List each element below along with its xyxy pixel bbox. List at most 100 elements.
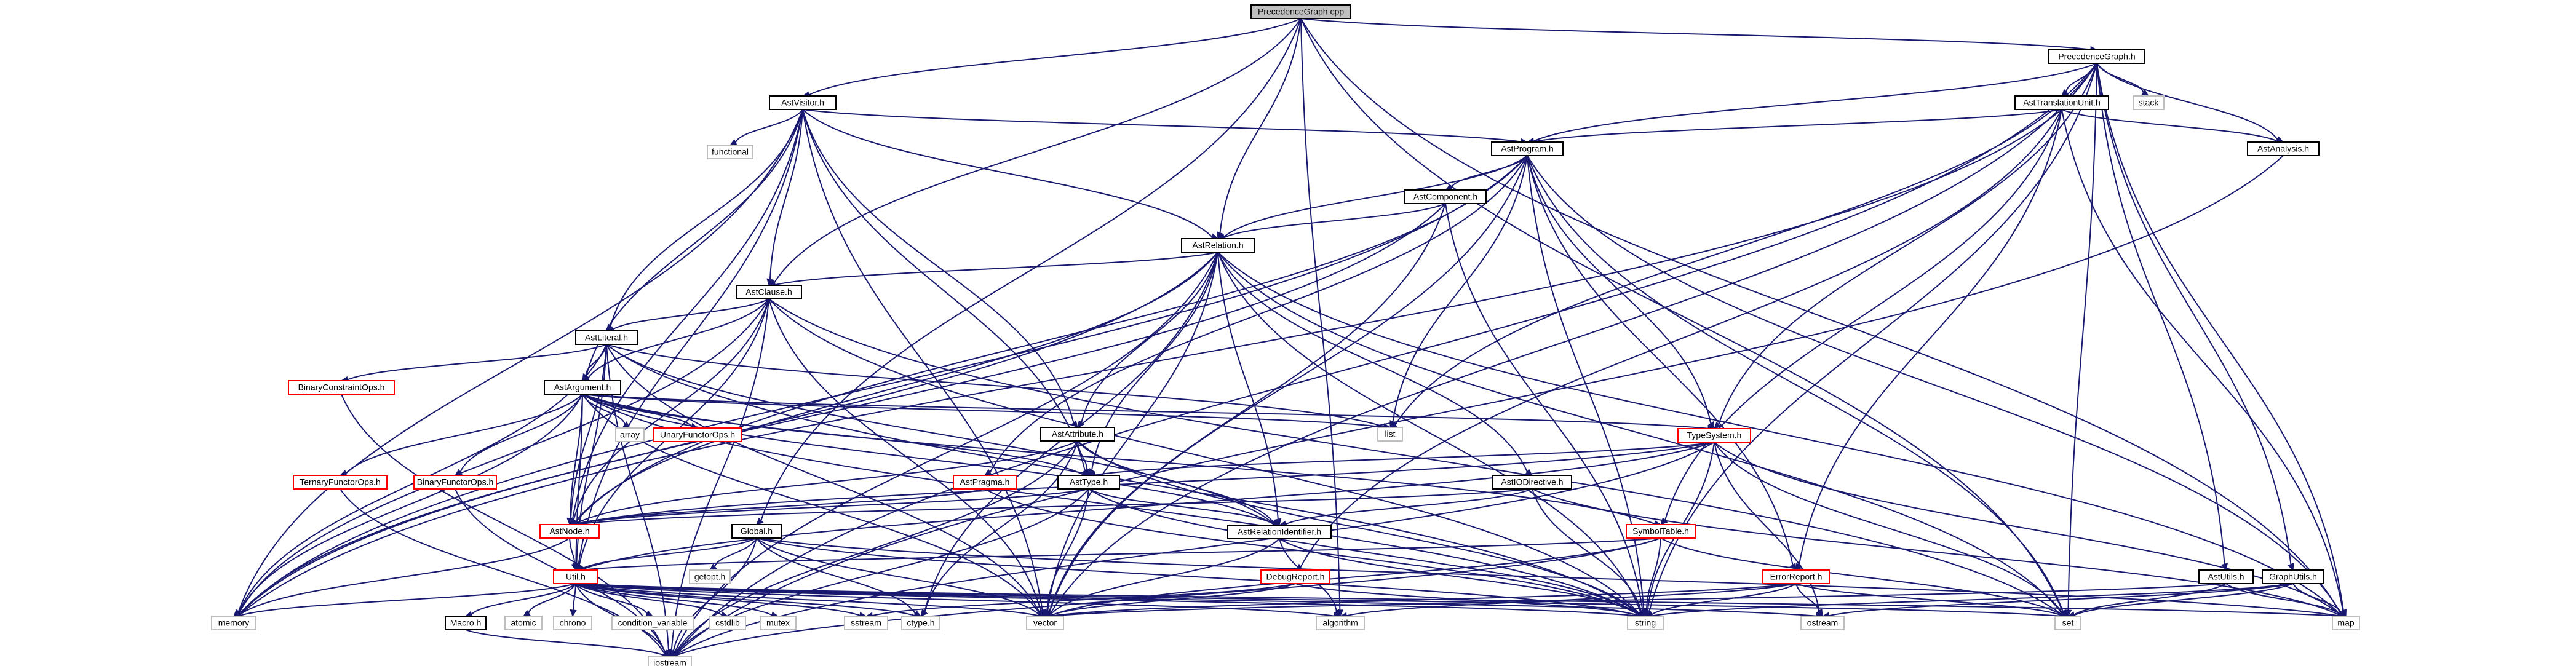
edge-util-to-cstdlib (575, 583, 722, 616)
edge-errorreport-to-vector (1051, 583, 1797, 617)
node-astattribute[interactable]: AstAttribute.h (1040, 427, 1115, 442)
node-box-astclause (736, 285, 802, 299)
edge-global-to-util (581, 537, 757, 570)
edge-errorreport-to-ostream (1795, 583, 1819, 612)
node-label-unaryfunc: UnaryFunctorOps.h (660, 430, 735, 440)
node-box-astrelation (1181, 238, 1255, 253)
edge-global-to-ctype (756, 537, 916, 614)
node-astnode[interactable]: AstNode.h (539, 524, 600, 539)
node-label-memory: memory (218, 618, 250, 628)
node-binfunc[interactable]: BinaryFunctorOps.h (413, 475, 497, 490)
node-box-set (2054, 616, 2081, 630)
arrowhead-astattribute-to-ctype (920, 609, 928, 617)
node-label-set: set (2062, 618, 2074, 628)
edge-pg_h-to-graphutils (2096, 63, 2292, 565)
node-ternfunc[interactable]: TernaryFunctorOps.h (293, 475, 388, 490)
node-box-debugreport (1260, 569, 1330, 584)
edge-macro-to-iostream (465, 629, 664, 656)
edge-asttype-to-astrelid (1088, 488, 1274, 525)
node-pg_h[interactable]: PrecedenceGraph.h (2048, 49, 2145, 64)
edge-astvisitor-to-asttype (802, 109, 1086, 471)
edge-util-to-sstream (575, 583, 861, 616)
edge-symboltable-to-string (1645, 537, 1661, 611)
node-iostream: iostream (648, 656, 692, 666)
node-astutils[interactable]: AstUtils.h (2198, 569, 2254, 584)
edge-util-to-ctype (575, 583, 915, 617)
node-label-astutils: AstUtils.h (2208, 572, 2244, 582)
edge-astprogram-to-vector (1049, 155, 1528, 612)
node-astcomponent[interactable]: AstComponent.h (1404, 189, 1487, 204)
node-astiodirective[interactable]: AstIODirective.h (1492, 475, 1572, 490)
edge-graphutils-to-ostream (1828, 583, 2294, 617)
edge-astattribute-to-astnode (575, 440, 1078, 525)
edge-astattribute-to-astrelid (1077, 440, 1274, 523)
node-asttu[interactable]: AstTranslationUnit.h (2014, 95, 2109, 110)
node-unaryfunc[interactable]: UnaryFunctorOps.h (653, 427, 742, 442)
node-macro[interactable]: Macro.h (445, 616, 487, 630)
edge-astprogram-to-set (1527, 155, 2064, 612)
node-errorreport[interactable]: ErrorReport.h (1762, 569, 1830, 584)
node-box-astanalysis (2247, 141, 2320, 156)
node-box-asttype (1057, 475, 1120, 490)
edge-util-to-algorithm (575, 583, 1335, 617)
edge-astargument-to-astnode (569, 394, 583, 519)
node-astvisitor[interactable]: AstVisitor.h (769, 95, 837, 110)
node-label-astcomponent: AstComponent.h (1413, 192, 1477, 202)
node-box-getopt (689, 569, 731, 584)
arrowhead-astnode-to-util (571, 563, 578, 571)
node-asttype[interactable]: AstType.h (1057, 475, 1120, 490)
edge-root-to-astvisitor (808, 18, 1302, 96)
node-box-memory (211, 616, 256, 630)
node-astliteral[interactable]: AstLiteral.h (575, 330, 638, 345)
node-vector: vector (1026, 616, 1064, 630)
node-label-astpragma: AstPragma.h (960, 477, 1010, 487)
node-symboltable[interactable]: SymbolTable.h (1626, 524, 1696, 539)
node-debugreport[interactable]: DebugReport.h (1260, 569, 1330, 584)
node-set: set (2054, 616, 2081, 630)
node-astrelation[interactable]: AstRelation.h (1181, 238, 1255, 253)
node-astanalysis[interactable]: AstAnalysis.h (2247, 141, 2320, 156)
node-atomic: atomic (504, 616, 543, 630)
edge-pg_h-to-astutils (2096, 63, 2225, 565)
node-astpragma[interactable]: AstPragma.h (953, 475, 1017, 490)
node-astargument[interactable]: AstArgument.h (544, 380, 621, 395)
edge-util-to-ostream (575, 583, 1817, 617)
node-util[interactable]: Util.h (553, 569, 598, 584)
edge-astargument-to-symboltable (582, 394, 1655, 525)
edge-asttype-to-vector (1046, 488, 1089, 611)
arrowhead-pg_h-to-typesystem (1714, 421, 1722, 429)
edge-astiodirective-to-map (1532, 488, 2340, 616)
node-astprogram[interactable]: AstProgram.h (1491, 141, 1564, 156)
edge-util-to-set (575, 583, 2062, 617)
node-typesystem[interactable]: TypeSystem.h (1677, 428, 1751, 443)
edge-astargument-to-binfunc (459, 394, 583, 473)
node-label-mutex: mutex (766, 618, 790, 628)
node-map: map (2332, 616, 2360, 630)
edge-asttype-to-astnode (575, 488, 1089, 525)
node-graphutils[interactable]: GraphUtils.h (2262, 569, 2324, 584)
edge-pg_h-to-set (2067, 63, 2097, 611)
node-box-stack (2133, 95, 2165, 110)
edge-pg_h-to-vector (1050, 63, 2097, 614)
edge-errorreport-to-string (1651, 583, 1797, 616)
node-label-ostream: ostream (1807, 618, 1839, 628)
node-box-astrelid (1227, 525, 1332, 539)
edge-util-to-map (575, 583, 2340, 617)
node-global[interactable]: Global.h (731, 524, 782, 539)
arrowhead-root-to-global (756, 517, 764, 525)
node-label-astanalysis: AstAnalysis.h (2257, 144, 2309, 154)
node-box-macro (445, 616, 487, 630)
node-binconstr[interactable]: BinaryConstraintOps.h (288, 380, 395, 395)
edge-graphutils-to-map (2292, 583, 2342, 614)
node-box-array (615, 427, 645, 442)
node-box-iostream (648, 656, 692, 666)
node-astclause[interactable]: AstClause.h (736, 285, 802, 299)
node-astrelid[interactable]: AstRelationIdentifier.h (1227, 525, 1332, 539)
node-root[interactable]: PrecedenceGraph.cpp (1250, 4, 1351, 19)
node-box-astliteral (575, 330, 638, 345)
edge-astclause-to-string (768, 298, 1640, 615)
edge-root-to-pg_h (1300, 18, 2091, 50)
node-label-asttu: AstTranslationUnit.h (2023, 98, 2101, 108)
edge-global-to-iostream (672, 537, 757, 652)
node-box-asttu (2014, 95, 2109, 110)
